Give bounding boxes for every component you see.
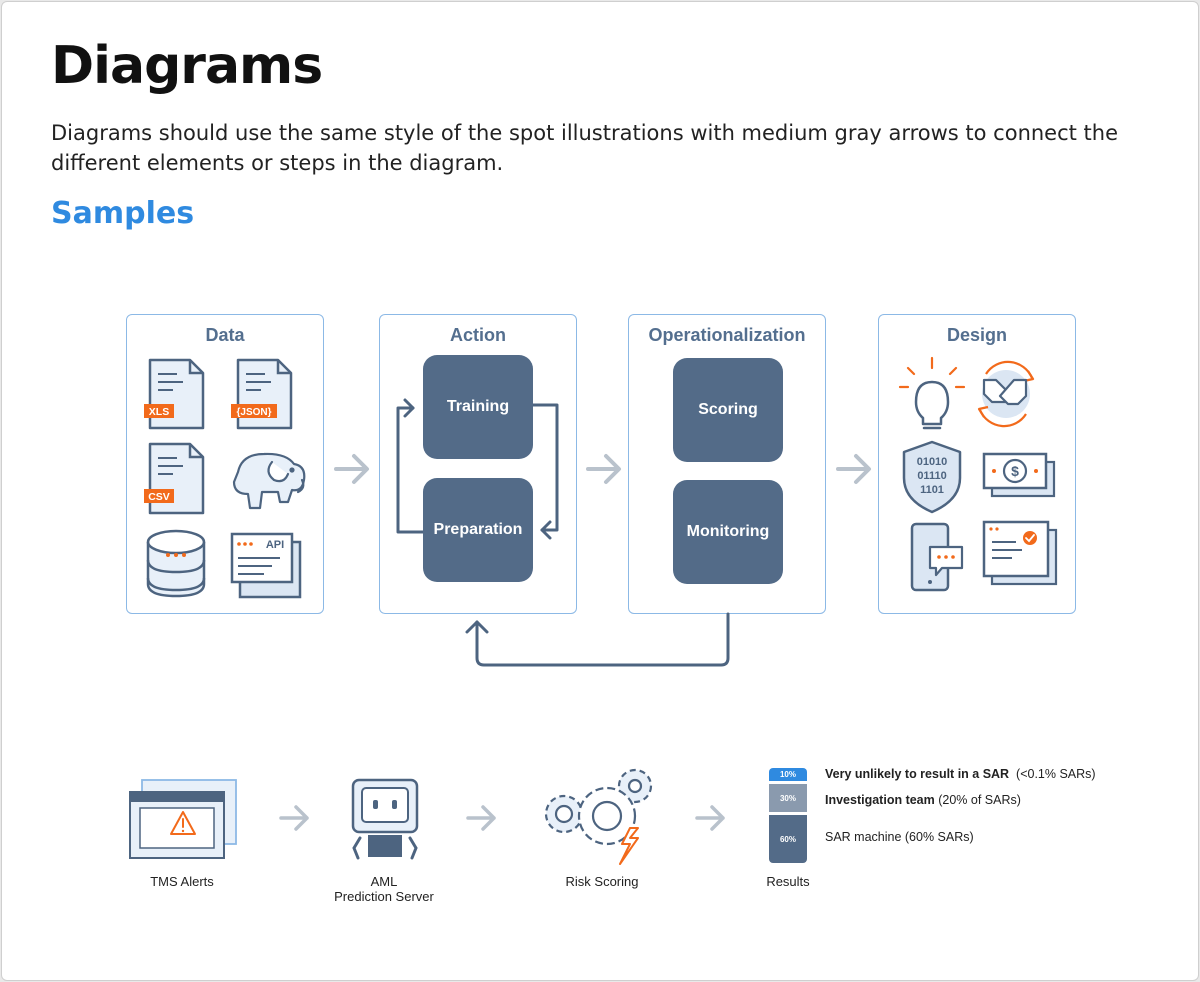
scoring-box: Scoring xyxy=(673,358,783,462)
json-tag: {JSON} xyxy=(236,407,271,418)
samples-heading: Samples xyxy=(51,196,195,231)
handshake-icon xyxy=(977,360,1035,428)
monitoring-box: Monitoring xyxy=(673,480,783,584)
step-arrow-2 xyxy=(466,805,496,831)
page-description: Diagrams should use the same style of th… xyxy=(51,121,1119,175)
api-tag: API xyxy=(266,539,284,551)
csv-tag: CSV xyxy=(148,491,170,503)
feedback-arrow xyxy=(465,612,730,667)
result-segment-10: 10% xyxy=(769,768,807,781)
design-panel-title: Design xyxy=(946,325,1007,345)
result-text-2-note: (20% of SARs) xyxy=(934,793,1021,807)
aml-label-line2: Prediction Server xyxy=(334,889,434,904)
robot-icon xyxy=(351,778,419,860)
loop-arrow-right xyxy=(530,403,559,540)
xls-file-icon: XLS xyxy=(144,358,205,430)
aml-label: AML Prediction Server xyxy=(322,874,446,904)
page-title: Diagrams xyxy=(51,36,323,96)
result-text-2: Investigation team (20% of SARs) xyxy=(825,793,1021,807)
action-panel-title: Action xyxy=(450,325,506,345)
preparation-box: Preparation xyxy=(423,478,533,582)
binary-shield-icon: 01010 01110 1101 xyxy=(902,440,962,514)
json-file-icon: {JSON} xyxy=(231,358,293,430)
approved-document-icon xyxy=(982,520,1058,586)
binary-line-3: 1101 xyxy=(920,484,944,496)
csv-file-icon: CSV xyxy=(144,442,205,515)
step-arrow-3 xyxy=(695,805,725,831)
result-segment-60: 60% xyxy=(769,815,807,863)
binary-line-2: 01110 xyxy=(917,470,946,482)
arrow-operationalization-to-design xyxy=(836,454,871,484)
step-arrow-1 xyxy=(279,805,309,831)
arrow-data-to-action xyxy=(334,454,369,484)
result-text-1-bold: Very unlikely to result in a SAR xyxy=(825,767,1010,781)
result-text-1: Very unlikely to result in a SAR (<0.1% … xyxy=(825,767,1096,781)
risk-scoring-label: Risk Scoring xyxy=(565,874,639,889)
lightbulb-icon xyxy=(898,356,966,430)
result-text-3-note: SAR machine (60% SARs) xyxy=(825,830,974,844)
result-text-2-bold: Investigation team xyxy=(825,793,935,807)
tms-alerts-label: TMS Alerts xyxy=(150,874,214,889)
operationalization-panel-title: Operationalization xyxy=(648,325,806,345)
api-window-icon: API xyxy=(230,532,302,599)
binary-line-1: 01010 xyxy=(917,456,948,468)
database-icon xyxy=(146,529,206,598)
loop-arrow-left xyxy=(396,398,425,534)
alert-window-icon xyxy=(129,779,237,859)
hadoop-elephant-icon xyxy=(232,452,306,510)
dollar-bill-icon: $ xyxy=(982,452,1056,498)
dollar-symbol: $ xyxy=(1011,463,1019,479)
xls-tag: XLS xyxy=(149,406,169,418)
data-panel-title: Data xyxy=(205,325,245,345)
mobile-chat-icon xyxy=(910,522,964,592)
training-box: Training xyxy=(423,355,533,459)
results-label: Results xyxy=(766,874,810,889)
gears-icon xyxy=(544,768,653,865)
result-segment-30: 30% xyxy=(769,784,807,812)
arrow-action-to-operationalization xyxy=(586,454,621,484)
result-text-3: SAR machine (60% SARs) xyxy=(825,830,974,844)
aml-label-line1: AML xyxy=(370,874,398,889)
result-text-1-note: (<0.1% SARs) xyxy=(1009,767,1096,781)
